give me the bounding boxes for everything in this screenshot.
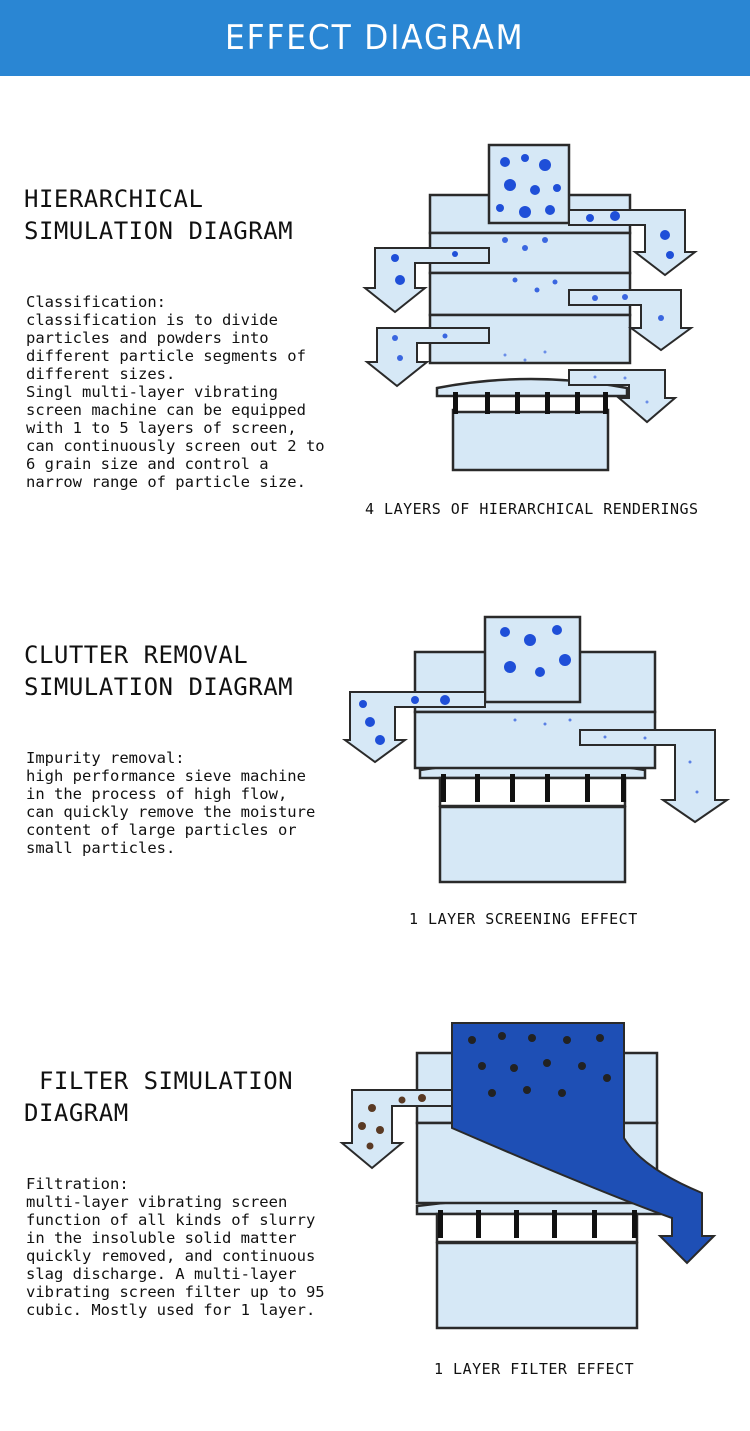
page-title: EFFECT DIAGRAM xyxy=(225,18,525,58)
spring-bars xyxy=(441,774,626,802)
section-title-line1: CLUTTER REMOVAL xyxy=(24,641,249,669)
particles-fine xyxy=(513,718,699,794)
diagram-caption: 1 LAYER FILTER EFFECT xyxy=(434,1360,635,1378)
diagram-caption: 1 LAYER SCREENING EFFECT xyxy=(409,910,638,928)
discharge-arrows-right xyxy=(568,209,698,424)
diagram-caption: 4 LAYERS OF HIERARCHICAL RENDERINGS xyxy=(365,500,699,518)
solid-particles xyxy=(468,1032,611,1097)
section-description-classification: Classification: classification is to div… xyxy=(26,293,325,491)
section-title-hierarchical: HIERARCHICAL SIMULATION DIAGRAM xyxy=(24,183,293,247)
section-title-line2: SIMULATION DIAGRAM xyxy=(24,217,294,245)
discharge-arrows-left xyxy=(362,247,490,388)
section-description-filtration: Filtration: multi-layer vibrating screen… xyxy=(26,1175,325,1319)
slag-particles xyxy=(358,1094,426,1150)
machine-body xyxy=(428,143,632,472)
section-title-line2: DIAGRAM xyxy=(24,1099,129,1127)
particles-large xyxy=(391,154,674,285)
filter-simulation-diagram xyxy=(339,1022,717,1330)
particles-fine xyxy=(503,350,649,404)
header-banner: EFFECT DIAGRAM xyxy=(0,0,750,76)
section-title-line1: FILTER SIMULATION xyxy=(24,1067,294,1095)
section-title-line1: HIERARCHICAL xyxy=(24,185,204,213)
section-title-line2: SIMULATION DIAGRAM xyxy=(24,673,294,701)
particles-large xyxy=(359,625,571,745)
hierarchical-screen-diagram xyxy=(362,143,698,472)
machine-body xyxy=(413,615,657,884)
section-description-impurity-removal: Impurity removal: high performance sieve… xyxy=(26,749,316,857)
spring-bars xyxy=(453,392,608,414)
section-title-clutter-removal: CLUTTER REMOVAL SIMULATION DIAGRAM xyxy=(24,639,293,703)
particles-medium xyxy=(392,237,664,361)
section-title-filter: FILTER SIMULATION DIAGRAM xyxy=(24,1065,293,1129)
clutter-removal-diagram xyxy=(341,615,731,884)
spring-bars xyxy=(438,1210,637,1238)
slurry-flow xyxy=(451,1022,717,1265)
